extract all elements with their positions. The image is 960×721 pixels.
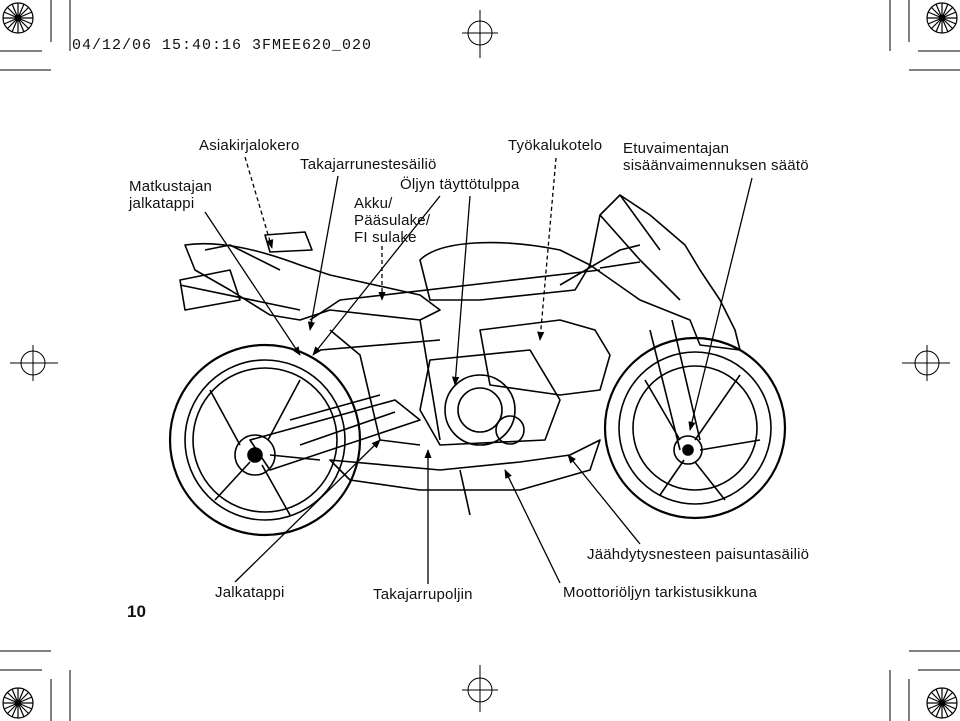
motorcycle-illustration — [168, 194, 787, 537]
label-tool-compartment: Työkalukotelo — [508, 137, 603, 154]
label-footpeg: Jalkatappi — [215, 584, 285, 601]
label-coolant-reservoir: Jäähdytysnesteen paisuntasäiliö — [587, 546, 810, 563]
label-oil-filler-cap: Öljyn täyttötulppa — [400, 176, 520, 193]
label-battery-fuses: Akku/ Pääsulake/ FI sulake — [354, 195, 431, 246]
label-oil-inspection-window: Moottoriöljyn tarkistusikkuna — [563, 584, 758, 601]
print-stamp: 04/12/06 15:40:16 3FMEE620_020 — [72, 37, 373, 54]
label-document-compartment: Asiakirjalokero — [199, 137, 300, 154]
label-rear-brake-reservoir: Takajarrunestesäiliö — [300, 156, 437, 173]
label-passenger-footpeg: Matkustajan jalkatappi — [129, 178, 213, 212]
page-number: 10 — [127, 602, 146, 621]
callout-leaders — [204, 156, 753, 584]
label-front-damping-adjuster: Etuvaimentajan sisäänvaimennuksen säätö — [623, 140, 809, 174]
label-rear-brake-pedal: Takajarrupoljin — [373, 586, 473, 603]
